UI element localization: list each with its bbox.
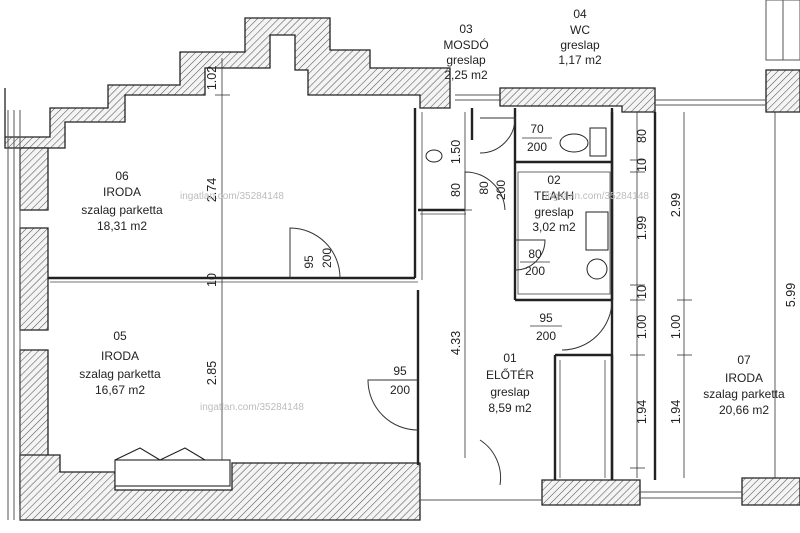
radiator <box>114 447 231 487</box>
door-wc-height: 200 <box>527 140 547 154</box>
fixtures <box>425 127 609 280</box>
watermark-1: ingatlan.com/35284148 <box>180 191 284 202</box>
room-04: 04 WC greslap 1,17 m2 <box>558 7 602 67</box>
stove-icon <box>585 211 609 251</box>
door-ante-width: 80 <box>477 181 491 195</box>
watermark-3: ingatlan.com/35284148 <box>545 191 649 202</box>
dim-1-00-b: 1.00 <box>669 315 683 339</box>
door-teak-height: 200 <box>525 264 545 278</box>
door-entry-height: 200 <box>536 329 556 343</box>
dim-10-right: 10 <box>635 158 649 172</box>
dim-1-94-b: 1.94 <box>669 400 683 424</box>
room-06-area: 18,31 m2 <box>97 219 147 233</box>
door-entry-width: 95 <box>539 311 553 325</box>
door-teak-width: 80 <box>528 247 542 261</box>
room-07-floor: szalag parketta <box>703 387 785 401</box>
washbasin-icon <box>425 149 443 163</box>
room-01-floor: greslap <box>490 385 530 399</box>
room-04-number: 04 <box>573 7 587 21</box>
room-01-area: 8,59 m2 <box>488 401 532 415</box>
dimension-texts: 1.02 2.74 10 2.85 1.50 80 4.33 80 10 1.9… <box>205 66 798 424</box>
watermark-2: ingatlan.com/35284148 <box>200 402 304 413</box>
dim-1-50: 1.50 <box>449 140 463 164</box>
room-07-name: IRODA <box>725 371 763 385</box>
door-ante-swing <box>464 171 506 211</box>
dim-2-74: 2.74 <box>205 178 219 202</box>
door-iroda05-width: 95 <box>393 364 407 378</box>
room-05-name: IRODA <box>101 349 139 363</box>
door-iroda06-height: 200 <box>320 248 334 268</box>
west-wall-top <box>19 147 49 211</box>
south-wall-west <box>19 454 421 521</box>
partitions <box>48 108 657 480</box>
door-teak-swing <box>514 239 546 271</box>
door-ante-height: 200 <box>494 180 508 200</box>
dim-1-94-a: 1.94 <box>635 400 649 424</box>
dim-1-00-a: 1.00 <box>635 315 649 339</box>
dim-4-33: 4.33 <box>449 331 463 355</box>
room-04-name: WC <box>570 23 590 37</box>
north-east-pier <box>765 69 800 113</box>
dim-10-right-2: 10 <box>635 285 649 299</box>
dim-5-99: 5.99 <box>784 283 798 307</box>
toilet-icon <box>559 133 589 153</box>
room-02-number: 02 <box>547 173 561 187</box>
room-06-floor: szalag parketta <box>81 203 163 217</box>
dim-2-99: 2.99 <box>669 193 683 217</box>
thin-lines <box>50 112 611 478</box>
room-05-number: 05 <box>113 329 127 343</box>
room-04-area: 1,17 m2 <box>558 53 602 67</box>
south-wall-corner <box>741 477 800 506</box>
room-01-number: 01 <box>503 351 517 365</box>
room-05: 05 IRODA szalag parketta 16,67 m2 <box>79 329 161 397</box>
room-01: 01 ELŐTÉR greslap 8,59 m2 <box>486 351 534 415</box>
watermarks: ingatlan.com/35284148 ingatlan.com/35284… <box>180 191 649 413</box>
room-02-name: TEAKH <box>534 189 574 203</box>
room-07-number: 07 <box>737 353 751 367</box>
room-03: 03 MOSDÓ greslap 2,25 m2 <box>443 22 488 82</box>
room-03-floor: greslap <box>446 53 486 67</box>
dim-80-right: 80 <box>635 129 649 143</box>
room-03-name: MOSDÓ <box>443 37 488 52</box>
room-02: 02 TEAKH greslap 3,02 m2 <box>532 173 576 234</box>
door-iroda06-width: 95 <box>302 255 316 269</box>
north-west-wall <box>4 17 451 149</box>
room-07-area: 20,66 m2 <box>719 403 769 417</box>
dim-10: 10 <box>205 273 219 287</box>
room-04-floor: greslap <box>560 38 600 52</box>
doors <box>289 117 613 486</box>
room-07: 07 IRODA szalag parketta 20,66 m2 <box>703 353 785 417</box>
door-iroda06-swing <box>289 227 341 279</box>
west-wall-mid <box>19 227 49 331</box>
north-wall-segment <box>499 87 656 113</box>
room-06: 06 IRODA szalag parketta 18,31 m2 <box>81 169 163 233</box>
door-wc-swing <box>479 117 516 154</box>
dimension-lines <box>215 58 776 478</box>
door-entry-swing <box>561 299 613 351</box>
dim-80: 80 <box>449 183 463 197</box>
room-05-area: 16,67 m2 <box>95 383 145 397</box>
windows <box>7 0 800 520</box>
room-06-number: 06 <box>115 169 129 183</box>
room-03-number: 03 <box>459 22 473 36</box>
door-iroda05-swing <box>367 379 419 431</box>
room-01-name: ELŐTÉR <box>486 367 534 382</box>
door-size-labels: 70 200 80 200 80 200 95 200 95 200 95 20… <box>302 122 562 397</box>
sink-icon <box>586 258 608 280</box>
walls <box>4 17 800 521</box>
south-wall-east <box>541 479 641 506</box>
dim-1-99: 1.99 <box>635 216 649 240</box>
room-05-floor: szalag parketta <box>79 367 161 381</box>
room-03-area: 2,25 m2 <box>444 68 488 82</box>
dim-1-02: 1.02 <box>205 66 219 90</box>
room-02-floor: greslap <box>534 205 574 219</box>
room-02-area: 3,02 m2 <box>532 220 576 234</box>
door-wc-width: 70 <box>530 122 544 136</box>
room-06-name: IRODA <box>103 185 141 199</box>
door-main-swing <box>479 439 502 486</box>
dim-2-85: 2.85 <box>205 361 219 385</box>
door-iroda05-height: 200 <box>390 383 410 397</box>
